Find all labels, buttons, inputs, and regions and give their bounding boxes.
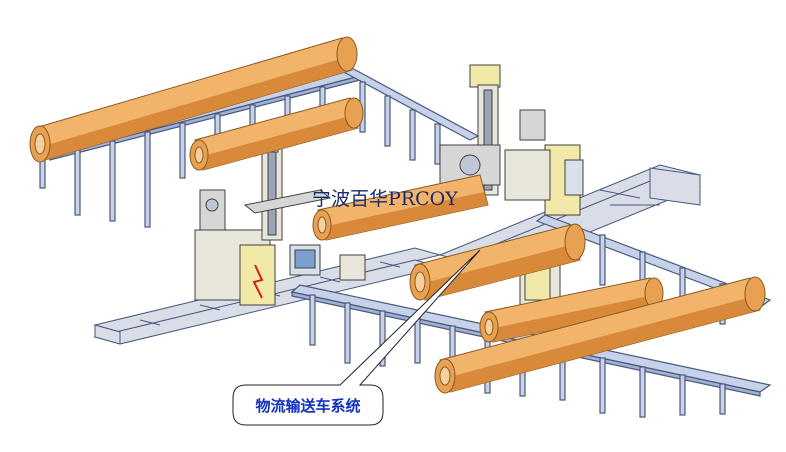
pipe-6 — [434, 276, 766, 394]
pipe-4 — [409, 223, 586, 301]
watermark-text: 宁波百华PRCOY — [312, 188, 458, 210]
pipe-5 — [479, 277, 664, 343]
pipe-1 — [29, 36, 358, 163]
pipe-2 — [189, 97, 364, 171]
callout-bubble — [232, 249, 481, 426]
welding-machine-right — [439, 64, 584, 311]
pipe-3 — [312, 174, 489, 241]
callout-label: 物流输送车系统 — [255, 396, 361, 415]
